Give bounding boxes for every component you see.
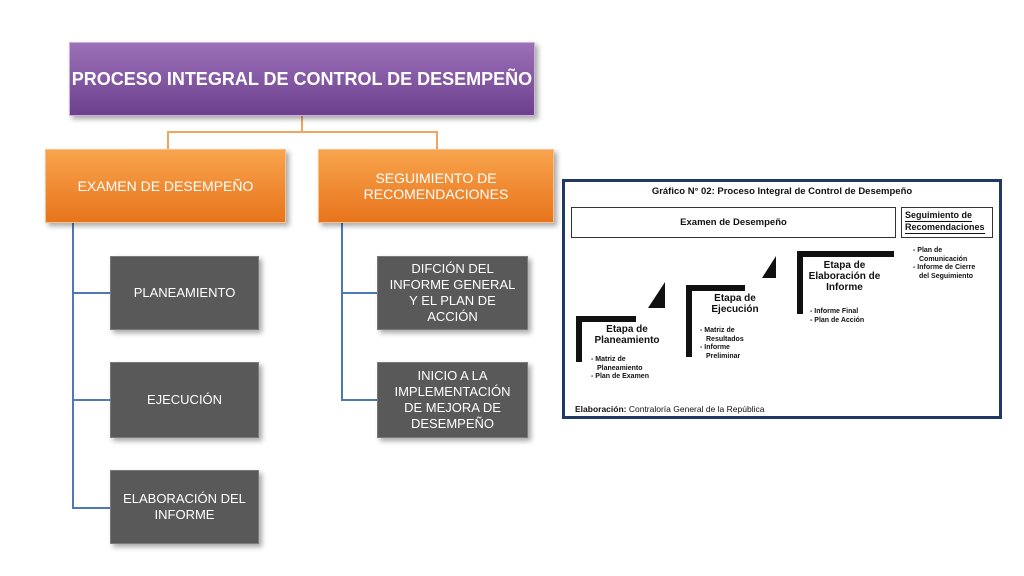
right-tree-branch-2 [341, 399, 377, 401]
branch-examen-label: EXAMEN DE DESEMPEÑO [77, 178, 254, 194]
left-tree-branch-2 [72, 399, 110, 401]
right-tree-spine [341, 223, 343, 401]
node-planeamiento: PLANEAMIENTO [110, 256, 259, 330]
left-tree-branch-3 [72, 507, 110, 509]
stage-elaboracion-title: Etapa de Elaboración de Informe [808, 260, 881, 293]
branch-examen-node: EXAMEN DE DESEMPEÑO [45, 149, 286, 223]
branch-connector-left [167, 131, 169, 149]
stage-planeamiento-bullets: - Matriz de Planeamiento - Plan de Exame… [591, 356, 649, 380]
stair-step-1 [576, 316, 636, 362]
figure-footer-label: Elaboración: [575, 404, 627, 414]
stage-elaboracion-bullets: - Informe Final - Plan de Acción [810, 308, 865, 324]
root-node-label: PROCESO INTEGRAL DE CONTROL DE DESEMPEÑO [71, 68, 533, 89]
figure-seguimiento-box: Seguimiento de Recomendaciones [901, 207, 993, 238]
stair-arrow-1 [648, 282, 665, 308]
root-node: PROCESO INTEGRAL DE CONTROL DE DESEMPEÑO [69, 42, 535, 116]
stage-ejecucion-title: Etapa de Ejecución [711, 293, 759, 315]
staircase-graphic [576, 251, 894, 362]
figure-exam-box: Examen de Desempeño [571, 207, 896, 238]
left-tree-branch-1 [72, 292, 110, 294]
seguimiento-bullets: - Plan de Comunicación - Informe de Cier… [913, 247, 976, 280]
stair-arrow-2 [762, 256, 776, 278]
node-inicio-implementacion-label: INICIO A LA IMPLEMENTACIÓN DE MEJORA DE … [394, 368, 511, 431]
node-planeamiento-label: PLANEAMIENTO [133, 285, 236, 300]
root-connector [301, 116, 303, 132]
branch-seguimiento-node: SEGUIMIENTO DE RECOMENDACIONES [318, 149, 554, 223]
branch-seguimiento-label: SEGUIMIENTO DE RECOMENDACIONES [363, 170, 509, 202]
stage-ejecucion-bullets: - Matriz de Resultados - Informe Prelimi… [700, 327, 744, 360]
right-tree-branch-1 [341, 292, 377, 294]
node-elaboracion: ELABORACIÓN DEL INFORME [110, 470, 259, 544]
figure-seguimiento-line2: Recomendaciones [905, 222, 985, 234]
branch-connector-horizontal [167, 131, 437, 133]
figure-footer-text: Contraloría General de la República [626, 404, 765, 414]
figure-footer: Elaboración: Contraloría General de la R… [575, 404, 764, 414]
figure-exam-label: Examen de Desempeño [680, 217, 787, 228]
node-ejecucion: EJECUCIÓN [110, 362, 259, 438]
stair-step-2 [686, 285, 745, 357]
left-tree-spine [72, 223, 74, 508]
branch-connector-right [436, 131, 438, 149]
process-figure-image: Gráfico N° 02: Proceso Integral de Contr… [562, 179, 1002, 419]
node-elaboracion-label: ELABORACIÓN DEL INFORME [123, 491, 246, 522]
node-difusion-informe: DIFCIÓN DEL INFORME GENERAL Y EL PLAN DE… [377, 256, 528, 330]
figure-title: Gráfico N° 02: Proceso Integral de Contr… [651, 186, 913, 197]
node-inicio-implementacion: INICIO A LA IMPLEMENTACIÓN DE MEJORA DE … [377, 362, 528, 438]
node-ejecucion-label: EJECUCIÓN [146, 392, 223, 407]
stage-planeamiento-title: Etapa de Planeamiento [594, 324, 660, 346]
node-difusion-informe-label: DIFCIÓN DEL INFORME GENERAL Y EL PLAN DE… [389, 261, 516, 324]
